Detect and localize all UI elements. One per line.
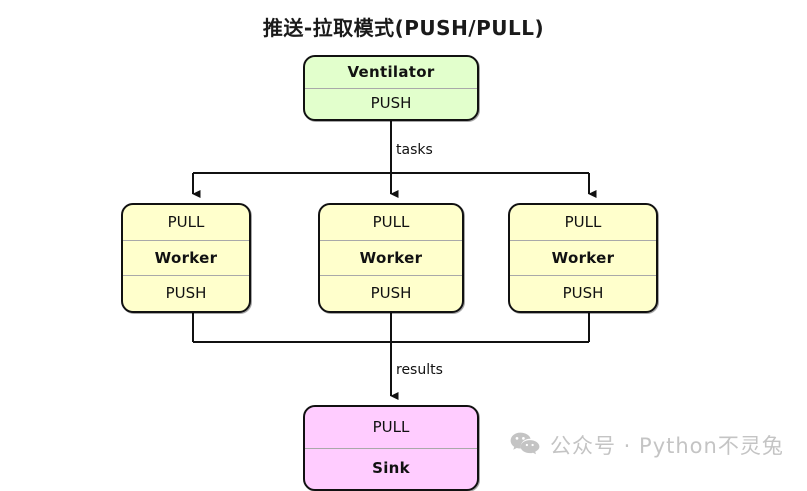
watermark-text: 公众号 · Python不灵兔 (550, 434, 784, 458)
ventilator-socket-push: PUSH (305, 87, 477, 120)
worker-2-name: Worker (320, 239, 462, 276)
worker-3-socket-pull: PULL (564, 212, 602, 231)
worker-3-socket-push: PUSH (510, 275, 656, 311)
watermark: 公众号 · Python不灵兔 (510, 430, 784, 460)
node-ventilator[interactable]: Ventilator PUSH (303, 55, 479, 121)
node-sink[interactable]: PULL Sink (303, 405, 479, 491)
edge-tasks (192, 121, 597, 198)
node-worker-2[interactable]: PULL Worker PUSH (318, 203, 464, 313)
edge-label-results: results (396, 362, 443, 378)
node-worker-1[interactable]: PULL Worker PUSH (121, 203, 251, 313)
worker-3-name: Worker (510, 239, 656, 276)
wechat-icon (510, 432, 540, 455)
worker-1-socket-push: PUSH (123, 275, 249, 311)
worker-2-socket-push: PUSH (320, 275, 462, 311)
worker-2-socket-pull: PULL (372, 212, 410, 231)
sink-name: Sink (305, 447, 477, 490)
node-worker-3[interactable]: PULL Worker PUSH (508, 203, 658, 313)
edge-results (192, 313, 590, 400)
sink-socket-pull: PULL (372, 417, 410, 436)
ventilator-name: Ventilator (347, 62, 435, 81)
worker-1-socket-pull: PULL (167, 212, 205, 231)
worker-1-name: Worker (123, 239, 249, 276)
page-title: 推送-拉取模式(PUSH/PULL) (262, 16, 545, 40)
edge-label-tasks: tasks (396, 142, 433, 158)
